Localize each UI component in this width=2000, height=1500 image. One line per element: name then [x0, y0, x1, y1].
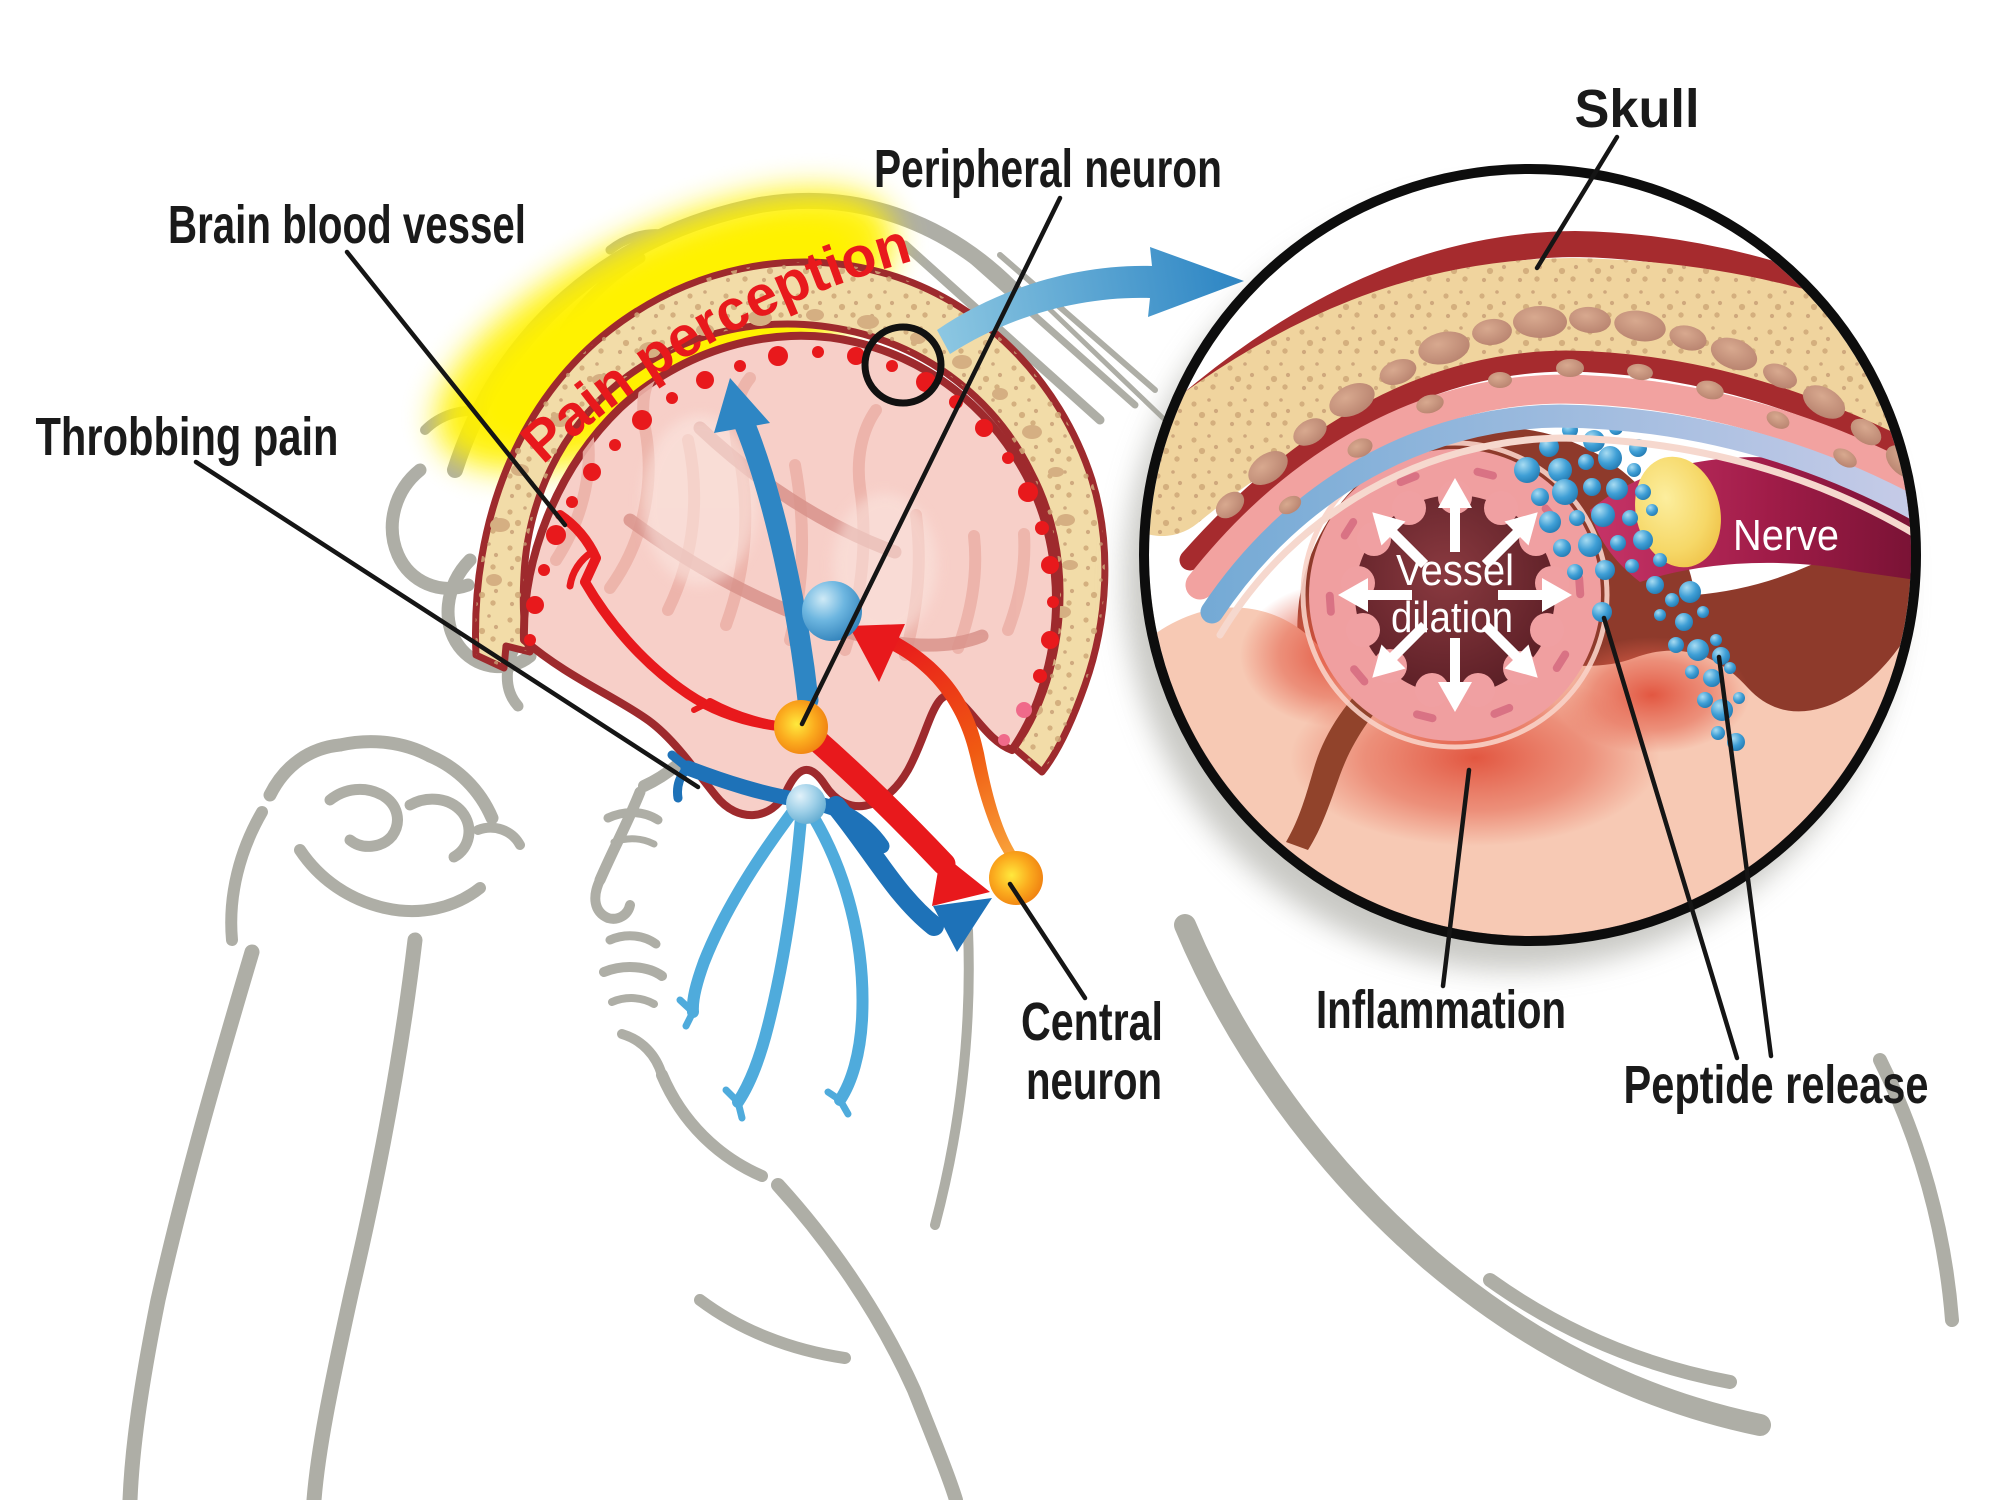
nerve-label: Nerve [1733, 511, 1839, 560]
inflammation-glow-right [1554, 637, 1750, 753]
skull-line [1534, 134, 1620, 271]
red-arrowhead [932, 853, 990, 906]
brain-blood-vessel-line [344, 249, 568, 528]
peripheral-neuron-label: Peripheral neuron [874, 139, 1222, 199]
inset-bone-blobs [1215, 306, 1911, 519]
trigeminal-vessels [667, 750, 944, 1122]
vessel-stalk [1286, 672, 1398, 850]
nerve-body [1635, 456, 1721, 568]
perception-arrowhead [714, 378, 770, 433]
vessel-wall-mottle [1325, 467, 1585, 723]
skull-label: Skull [1575, 79, 1700, 139]
central-neuron-label-2: neuron [1026, 1051, 1162, 1111]
peripheral-neuron-dot [774, 700, 828, 754]
magnified-region-circle [861, 323, 945, 407]
inflammation-label: Inflammation [1316, 980, 1566, 1040]
inset-border [1139, 164, 1921, 946]
ganglion-sphere [786, 784, 826, 824]
leader-lines [193, 134, 1774, 1061]
peripheral-neuron-line [799, 195, 1063, 727]
vessel-dilation-label-2: dilation [1391, 593, 1513, 642]
neuron-blue-sphere [802, 581, 862, 641]
dilated-vessel: Vessel dilation [1300, 440, 1610, 750]
throbbing-pain-label: Throbbing pain [36, 407, 339, 467]
pain-pathways [667, 378, 1043, 1122]
central-neuron-label-1: Central [1021, 992, 1163, 1052]
brain-artery [555, 510, 805, 733]
ascending-arrowhead [849, 624, 905, 682]
throbbing-pain-line [193, 459, 701, 790]
ascending-signal-arrow [891, 637, 1018, 862]
vessel-dilation-label-1: Vessel [1396, 546, 1514, 595]
peptide-release-line-a [1601, 615, 1740, 1061]
central-neuron-line [1007, 881, 1088, 1001]
peptide-dots [1514, 421, 1745, 751]
brain-blood-vessel-label: Brain blood vessel [168, 195, 526, 255]
perception-arrow [734, 414, 819, 711]
peptide-release-label: Peptide release [1624, 1055, 1929, 1115]
blue-arrowhead [933, 898, 992, 952]
zoom-arrow [937, 247, 1244, 354]
dilation-arrows [1338, 478, 1572, 712]
peptide-release-line-b [1716, 654, 1774, 1059]
red-descending-arrow [800, 724, 956, 876]
inflammation-line [1440, 767, 1472, 989]
central-neuron-dot [989, 851, 1043, 905]
